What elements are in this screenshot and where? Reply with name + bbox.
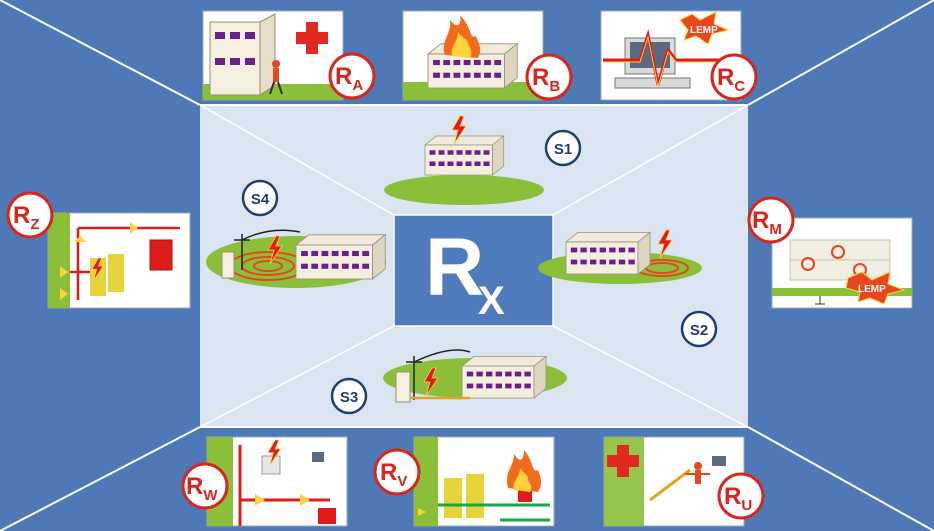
- fire-icon: [443, 15, 481, 58]
- scene-s1: [384, 115, 544, 205]
- badge-rm: RM: [747, 196, 795, 244]
- panel-rm: LEMP: [771, 217, 913, 309]
- badge-s1: S1: [544, 129, 582, 167]
- ra-sub: A: [352, 77, 363, 94]
- svg-text:RA: RA: [335, 63, 363, 94]
- rz-main: R: [13, 202, 30, 229]
- ra-main: R: [335, 63, 352, 90]
- badge-ra: RA: [328, 52, 376, 100]
- ru-main: R: [724, 483, 741, 510]
- fire-icon-v: [507, 450, 541, 492]
- rv-sub: V: [397, 473, 407, 490]
- panel-rz: [47, 212, 191, 309]
- power-line-icon: [406, 349, 471, 400]
- svg-text:RZ: RZ: [13, 202, 40, 233]
- panel-rc: LEMP: [600, 10, 742, 101]
- panel-rv: [413, 436, 555, 527]
- rv-main: R: [380, 459, 397, 486]
- svg-text:RV: RV: [380, 459, 407, 490]
- rw-sub: W: [203, 487, 218, 504]
- red-cross-icon: [296, 22, 328, 54]
- badge-rb: RB: [525, 53, 573, 101]
- rb-sub: B: [549, 78, 560, 95]
- rz-sub: Z: [30, 216, 39, 233]
- badge-s4: S4: [241, 179, 279, 217]
- red-cross-icon-u: [607, 445, 639, 477]
- lemp-label-m: LEMP: [858, 284, 886, 295]
- center-x-subscript: X: [478, 279, 505, 323]
- rm-sub: M: [769, 221, 782, 238]
- svg-text:RB: RB: [532, 64, 560, 95]
- panel-rb: [402, 10, 544, 101]
- scene-s2: [538, 229, 702, 284]
- svg-text:RW: RW: [186, 473, 218, 504]
- badge-rw: RW: [181, 462, 229, 510]
- power-line-icon-s4: [234, 229, 301, 270]
- badge-ru: RU: [717, 472, 765, 520]
- panel-ru: [603, 436, 745, 527]
- center-rx-box: [393, 214, 554, 327]
- rc-main: R: [717, 64, 734, 91]
- person-icon: [269, 60, 283, 95]
- rc-sub: C: [734, 78, 745, 95]
- scene-s4: [206, 229, 386, 288]
- rb-main: R: [532, 64, 549, 91]
- svg-text:RC: RC: [717, 64, 745, 95]
- center-r-label: R: [425, 222, 484, 313]
- s1-label: S1: [554, 141, 572, 158]
- badge-rz: RZ: [6, 191, 54, 239]
- s3-label: S3: [340, 389, 358, 406]
- ru-sub: U: [741, 497, 752, 514]
- person-icon-u: [685, 462, 710, 484]
- panel-ra: [202, 10, 344, 101]
- svg-text:RU: RU: [724, 483, 752, 514]
- rw-main: R: [186, 473, 203, 500]
- panel-rw: [206, 436, 348, 527]
- svg-text:RM: RM: [752, 207, 782, 238]
- rm-main: R: [752, 207, 769, 234]
- s4-label: S4: [251, 191, 270, 208]
- badge-s3: S3: [330, 377, 368, 415]
- inner-diagonals: [199, 104, 749, 428]
- lemp-label-c: LEMP: [690, 25, 718, 36]
- badge-rv: RV: [373, 448, 421, 496]
- scene-s3: [383, 349, 567, 403]
- badge-s2: S2: [680, 310, 718, 348]
- badge-rc: RC: [710, 53, 758, 101]
- s2-label: S2: [690, 322, 708, 339]
